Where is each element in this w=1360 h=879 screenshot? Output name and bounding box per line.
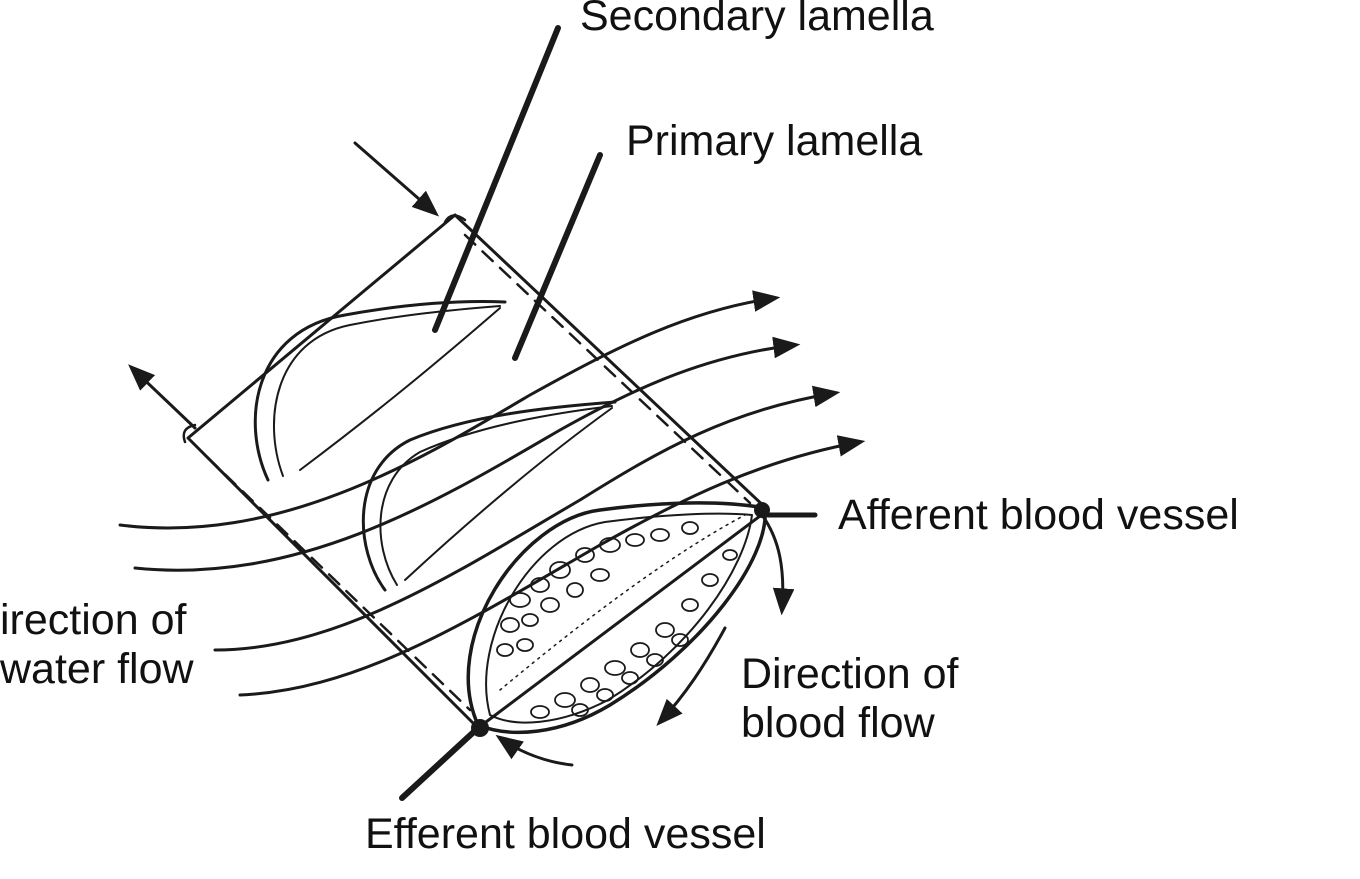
blood-flow-arrow-diagonal bbox=[656, 626, 727, 726]
secondary-lamella-upper bbox=[253, 300, 507, 482]
secondary-lamella-leader bbox=[432, 25, 561, 333]
efferent-vessel-label: Efferent blood vessel bbox=[365, 810, 766, 858]
afferent-vessel-node bbox=[754, 502, 770, 518]
secondary-lamella-label: Secondary lamella bbox=[580, 0, 934, 40]
blood-flow-label-line2: blood flow bbox=[741, 699, 935, 747]
water-flow-label-line1: irection of bbox=[0, 596, 187, 644]
blood-flow-arrow-bottom bbox=[495, 734, 574, 767]
blood-flow-arrow-down bbox=[760, 513, 795, 616]
afferent-vessel-label: Afferent blood vessel bbox=[838, 491, 1239, 539]
blood-cells-upper bbox=[496, 521, 699, 657]
blood-flow-label-line1: Direction of bbox=[741, 650, 959, 698]
blood-cells-lower bbox=[530, 549, 738, 719]
efferent-vessel-node bbox=[471, 719, 489, 737]
efferent-leader bbox=[399, 725, 481, 801]
outgoing-arrow bbox=[128, 364, 197, 430]
primary-lamella-label: Primary lamella bbox=[626, 117, 923, 165]
incoming-water-arrow bbox=[353, 141, 440, 217]
secondary-lamella-lower bbox=[361, 400, 617, 592]
water-flow-label-line2: water flow bbox=[0, 645, 194, 693]
water-flow-lines bbox=[118, 290, 866, 697]
primary-lamella-leader bbox=[512, 152, 603, 361]
